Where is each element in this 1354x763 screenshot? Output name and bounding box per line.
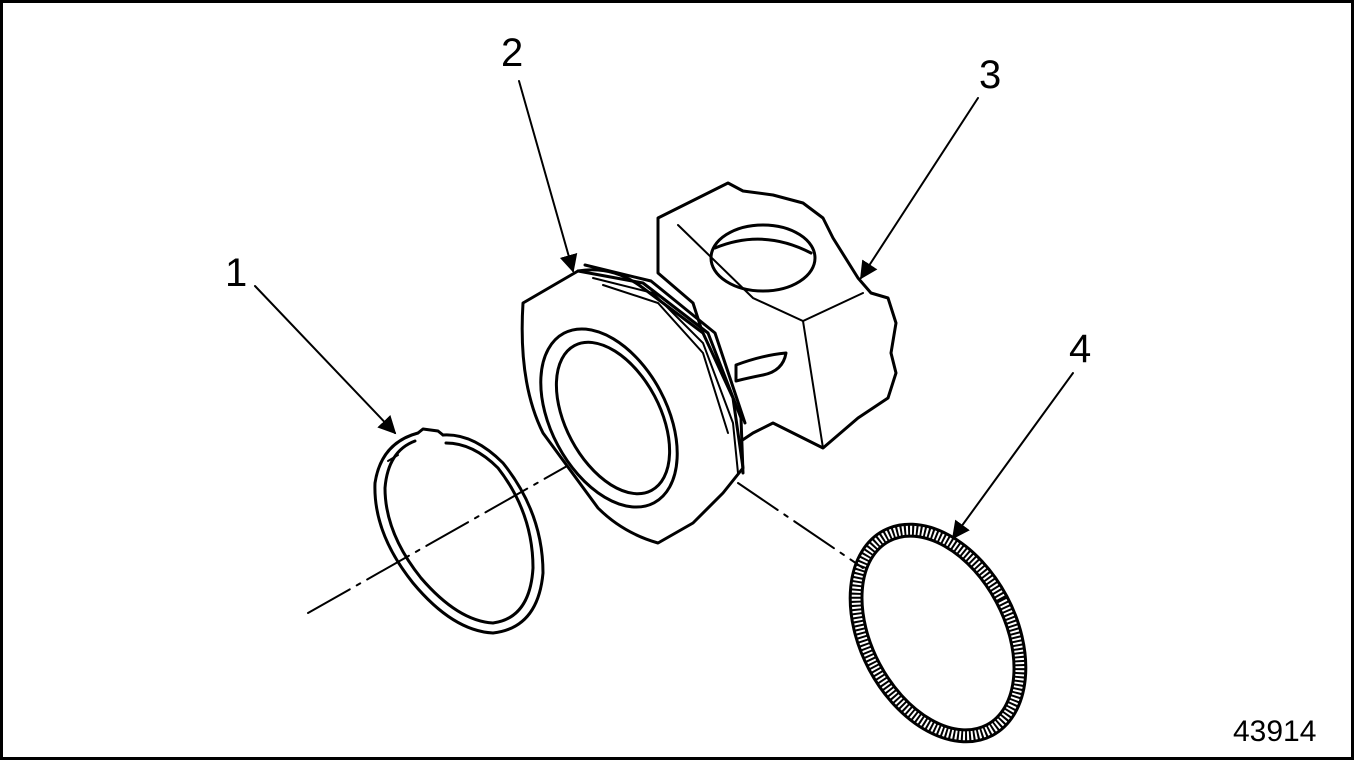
callout-3: 3	[979, 53, 1002, 97]
callout-2: 2	[501, 31, 524, 75]
piston	[520, 181, 898, 545]
leader-line-2	[518, 80, 578, 273]
leader-line-4	[951, 372, 1074, 540]
callout-1: 1	[225, 251, 248, 295]
centerline	[307, 439, 864, 614]
coil-spring-ring	[848, 522, 1028, 744]
leader-line-1	[254, 285, 397, 435]
exploded-piston-illustration	[254, 80, 1074, 744]
leader-lines	[254, 80, 1074, 540]
leader-line-3	[860, 97, 979, 280]
retaining-ring	[373, 427, 545, 635]
callout-4: 4	[1069, 327, 1092, 371]
figure-number: 43914	[1233, 715, 1317, 748]
